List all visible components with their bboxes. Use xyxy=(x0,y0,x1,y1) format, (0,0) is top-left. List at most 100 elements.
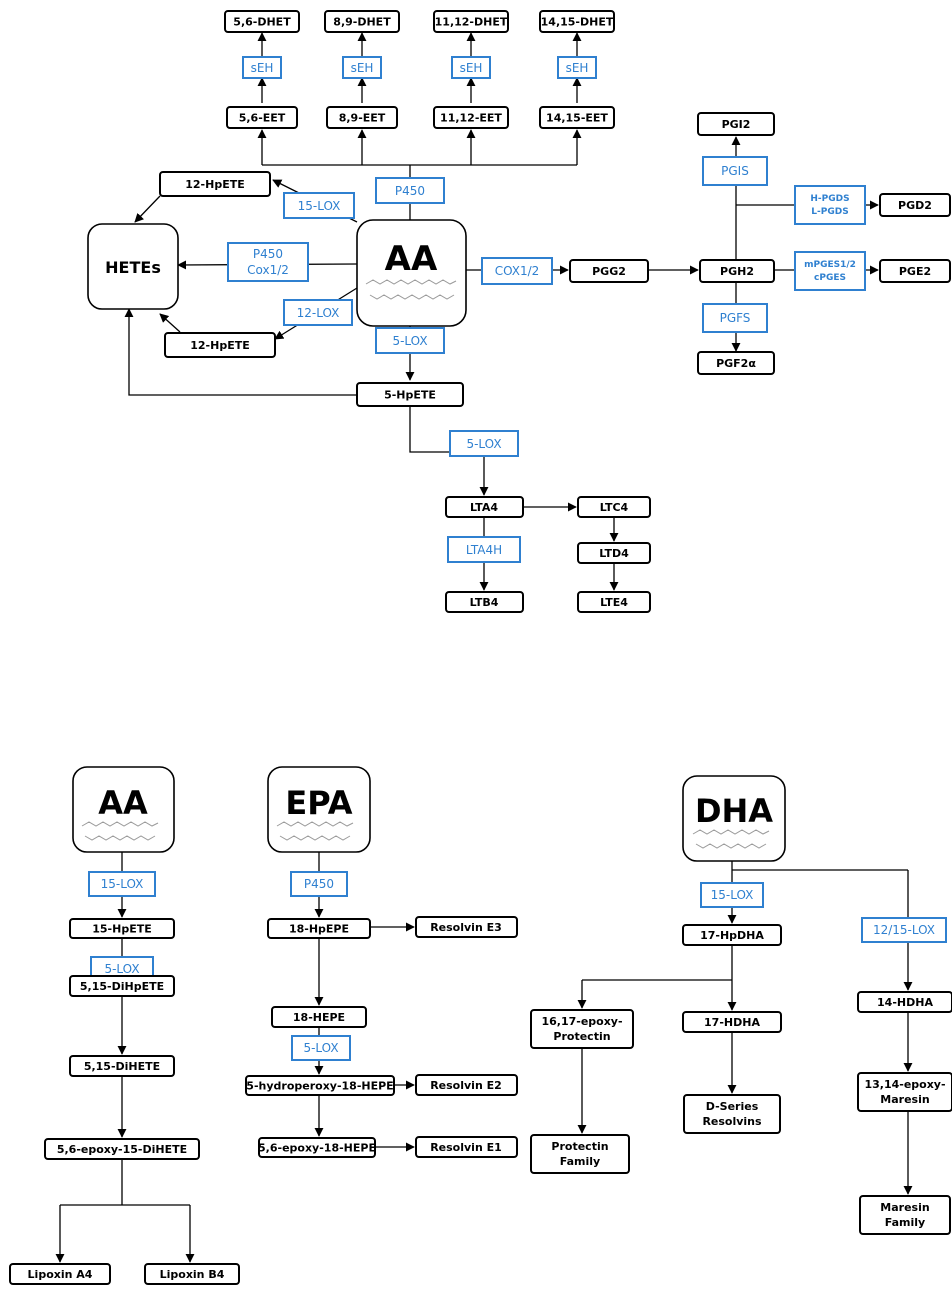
svg-text:5-LOX: 5-LOX xyxy=(303,1041,338,1055)
svg-text:Resolvin E2: Resolvin E2 xyxy=(430,1079,502,1092)
svg-text:5,15-DiHpETE: 5,15-DiHpETE xyxy=(80,980,164,993)
svg-text:Resolvin E1: Resolvin E1 xyxy=(430,1141,502,1154)
pgi2-node: PGI2 xyxy=(697,112,775,136)
svg-text:5-LOX: 5-LOX xyxy=(392,334,427,348)
svg-text:sEH: sEH xyxy=(251,61,274,75)
protectin-family-node: Protectin Family xyxy=(530,1134,630,1174)
svg-text:LTC4: LTC4 xyxy=(600,501,629,514)
svg-text:LTE4: LTE4 xyxy=(600,596,628,609)
svg-text:PGE2: PGE2 xyxy=(899,265,931,278)
epoxy-hepe-node: 5,6-epoxy-18-HEPE xyxy=(258,1137,376,1158)
svg-text:14-HDHA: 14-HDHA xyxy=(877,996,933,1009)
svg-text:5-LOX: 5-LOX xyxy=(466,437,501,451)
aa-lipoxin-core-node: AA xyxy=(72,766,175,853)
svg-text:PGG2: PGG2 xyxy=(592,265,626,278)
eet-8-9-node: 8,9-EET xyxy=(326,106,398,129)
svg-text:15-LOX: 15-LOX xyxy=(711,888,754,902)
maresin-epoxy-node: 13,14-epoxy- Maresin xyxy=(857,1072,952,1112)
svg-text:Lipoxin B4: Lipoxin B4 xyxy=(160,1268,225,1281)
lox-5-enzyme: 5-LOX xyxy=(291,1035,351,1061)
lipoxin-pathway: AA 15-LOX 15-HpETE 5-LOX 5,15-DiHpETE 5,… xyxy=(9,766,240,1285)
hydroperoxy-hepe-node: 5-hydroperoxy-18-HEPE xyxy=(245,1075,395,1096)
lta4h-enzyme: LTA4H xyxy=(447,536,521,563)
resolvin-e1-node: Resolvin E1 xyxy=(415,1136,518,1158)
svg-text:8,9-EET: 8,9-EET xyxy=(339,112,386,125)
hpete-12-top-node: 12-HpETE xyxy=(159,171,271,197)
eet-5-6-node: 5,6-EET xyxy=(226,106,298,129)
svg-text:16,17-epoxy-: 16,17-epoxy- xyxy=(541,1015,622,1028)
svg-text:L-PGDS: L-PGDS xyxy=(811,207,848,217)
svg-text:LTD4: LTD4 xyxy=(599,547,629,560)
svg-text:cPGES: cPGES xyxy=(814,273,846,283)
resolvin-e3-node: Resolvin E3 xyxy=(415,916,518,938)
svg-text:EPA: EPA xyxy=(285,784,352,822)
svg-text:13,14-epoxy-: 13,14-epoxy- xyxy=(864,1078,945,1091)
lox-5-second-enzyme: 5-LOX xyxy=(449,430,519,457)
p450-enzyme: P450 xyxy=(290,871,348,897)
lox-15-enzyme: 15-LOX xyxy=(88,871,156,897)
dhet-11-12-node: 11,12-DHET xyxy=(433,10,509,33)
svg-text:PGD2: PGD2 xyxy=(898,199,932,212)
pge2-node: PGE2 xyxy=(879,259,951,283)
svg-text:PGFS: PGFS xyxy=(720,311,751,325)
pgf2a-node: PGF2α xyxy=(697,351,775,375)
svg-text:DHA: DHA xyxy=(695,792,773,830)
hdha-14-node: 14-HDHA xyxy=(857,991,952,1013)
svg-text:12/15-LOX: 12/15-LOX xyxy=(873,923,935,937)
svg-text:18-HEPE: 18-HEPE xyxy=(293,1011,345,1024)
dihete-node: 5,15-DiHETE xyxy=(69,1055,175,1077)
svg-text:Family: Family xyxy=(560,1155,600,1168)
lower-pathway-connectors xyxy=(55,852,913,1263)
svg-text:LTB4: LTB4 xyxy=(470,596,499,609)
svg-text:5,15-DiHETE: 5,15-DiHETE xyxy=(84,1060,160,1073)
dhet-14-15-node: 14,15-DHET xyxy=(539,10,615,33)
svg-text:P450: P450 xyxy=(395,184,425,198)
svg-text:Protectin: Protectin xyxy=(553,1030,610,1043)
svg-text:Resolvins: Resolvins xyxy=(702,1115,762,1128)
svg-text:PGH2: PGH2 xyxy=(720,265,754,278)
svg-text:D-Series: D-Series xyxy=(706,1100,759,1113)
epa-core-node: EPA xyxy=(267,766,371,853)
lox-12-enzyme: 12-LOX xyxy=(283,299,353,326)
svg-text:15-HpETE: 15-HpETE xyxy=(92,923,152,936)
hpepe-18-node: 18-HpEPE xyxy=(267,918,371,939)
hpete-5-node: 5-HpETE xyxy=(356,382,464,407)
svg-text:PGI2: PGI2 xyxy=(722,118,751,131)
pgd2-node: PGD2 xyxy=(879,193,951,217)
cox-enzyme: COX1/2 xyxy=(481,257,553,285)
svg-text:sEH: sEH xyxy=(460,61,483,75)
aa-core-node: AA xyxy=(356,219,467,327)
maresin-family-node: Maresin Family xyxy=(859,1195,951,1235)
svg-text:15-LOX: 15-LOX xyxy=(298,199,341,213)
p450-epoxygenase-enzyme: P450 xyxy=(375,177,445,204)
lox-15-enzyme: 15-LOX xyxy=(700,882,764,908)
epa-pathway: EPA P450 18-HpEPE Resolvin E3 18-HEPE 5-… xyxy=(245,766,518,1158)
d-series-resolvins-node: D-Series Resolvins xyxy=(683,1094,781,1134)
svg-text:15-LOX: 15-LOX xyxy=(101,877,144,891)
svg-text:5,6-EET: 5,6-EET xyxy=(239,112,286,125)
svg-text:11,12-DHET: 11,12-DHET xyxy=(435,16,508,29)
svg-text:5,6-epoxy-15-DiHETE: 5,6-epoxy-15-DiHETE xyxy=(57,1143,187,1156)
lox-15-enzyme: 15-LOX xyxy=(283,192,355,219)
svg-text:mPGES1/2: mPGES1/2 xyxy=(804,260,856,270)
eet-11-12-node: 11,12-EET xyxy=(433,106,509,129)
svg-text:12-HpETE: 12-HpETE xyxy=(185,178,245,191)
svg-text:5-LOX: 5-LOX xyxy=(104,962,139,976)
svg-text:17-HpDHA: 17-HpDHA xyxy=(700,929,764,942)
svg-text:sEH: sEH xyxy=(566,61,589,75)
hpete-12-bottom-node: 12-HpETE xyxy=(164,332,276,358)
svg-text:P450: P450 xyxy=(253,247,283,261)
fatty-acid-structure-icon xyxy=(276,821,354,827)
ltc4-node: LTC4 xyxy=(577,496,651,518)
lte4-node: LTE4 xyxy=(577,591,651,613)
seh-enzyme-1: sEH xyxy=(242,56,282,79)
svg-text:11,12-EET: 11,12-EET xyxy=(440,112,502,125)
svg-text:18-HpEPE: 18-HpEPE xyxy=(289,923,349,936)
fatty-acid-structure-icon xyxy=(81,821,159,827)
svg-text:12-LOX: 12-LOX xyxy=(297,306,340,320)
svg-text:Lipoxin A4: Lipoxin A4 xyxy=(28,1268,93,1281)
pgg2-node: PGG2 xyxy=(569,259,649,283)
svg-text:Cox1/2: Cox1/2 xyxy=(247,263,289,277)
ltb4-node: LTB4 xyxy=(445,591,524,613)
